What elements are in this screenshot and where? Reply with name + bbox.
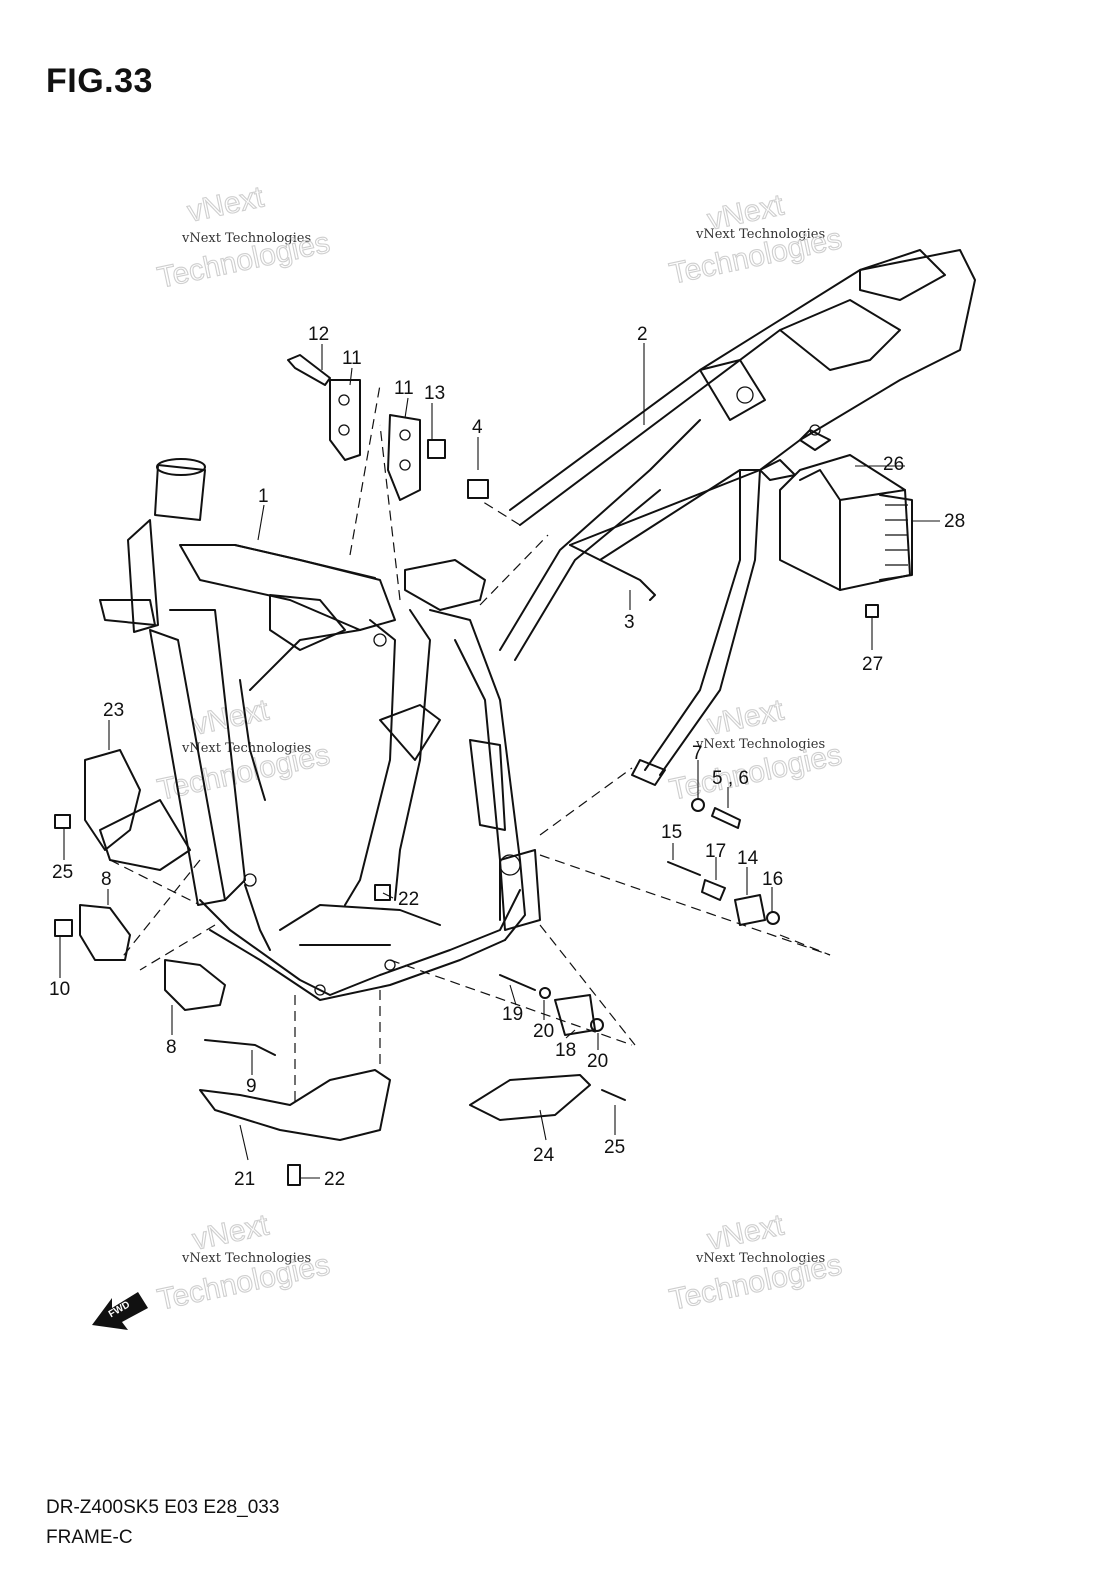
svg-text:vNext Technologies: vNext Technologies	[695, 1251, 825, 1266]
callout-22a: 22	[398, 889, 419, 910]
callout-5-6: 5 , 6	[712, 768, 749, 789]
upper-brackets	[287, 354, 489, 611]
assembly-dash-lines	[109, 384, 831, 1105]
rear-subframe-part	[499, 249, 976, 786]
callout-25a: 25	[52, 862, 73, 883]
callout-8a: 8	[101, 869, 112, 890]
callout-24: 24	[533, 1145, 555, 1166]
callout-22b: 22	[324, 1169, 345, 1190]
callout-10: 10	[49, 979, 70, 1000]
callout-19: 19	[502, 1004, 523, 1025]
svg-text:vNext: vNext	[190, 1208, 273, 1256]
callout-4: 4	[472, 417, 483, 438]
callout-14: 14	[737, 848, 759, 869]
callout-27: 27	[862, 654, 883, 675]
callout-28: 28	[944, 511, 965, 532]
callout-labels: 1 2 3 4 5 , 6 7 8 8 9 10 11 11 12 13 14 …	[49, 324, 965, 1190]
callout-21: 21	[234, 1169, 255, 1190]
plates-and-guards	[79, 749, 591, 1141]
svg-text:vNext Technologies: vNext Technologies	[181, 231, 311, 246]
watermark-top-left: vNext vNext Technologies Technologies	[154, 180, 333, 295]
callout-3: 3	[624, 612, 635, 633]
callout-23: 23	[103, 700, 124, 721]
main-frame-part	[99, 458, 541, 1001]
figure-title: FIG.33	[46, 62, 153, 100]
svg-text:vNext: vNext	[705, 1208, 788, 1256]
callout-9: 9	[246, 1076, 257, 1097]
watermark-top-right: vNext vNext Technologies Technologies	[666, 188, 845, 291]
callout-17: 17	[705, 841, 726, 862]
svg-text:vNext Technologies: vNext Technologies	[695, 737, 825, 752]
callout-20b: 20	[587, 1051, 608, 1072]
callout-16: 16	[762, 869, 783, 890]
callout-13: 13	[424, 383, 445, 404]
svg-text:vNext Technologies: vNext Technologies	[181, 741, 311, 756]
svg-text:vNext Technologies: vNext Technologies	[695, 227, 825, 242]
section-name-label: FRAME-C	[46, 1527, 133, 1548]
callout-26: 26	[883, 454, 904, 475]
watermark-bottom-left: vNext vNext Technologies Technologies	[154, 1208, 333, 1317]
svg-text:vNext Technologies: vNext Technologies	[181, 1251, 311, 1266]
battery-box-part	[779, 454, 913, 591]
watermark-bottom-right: vNext vNext Technologies Technologies	[666, 1208, 845, 1317]
fwd-arrow-icon: FWD	[92, 1292, 148, 1330]
callout-11b: 11	[394, 378, 414, 399]
callout-11a: 11	[342, 348, 362, 369]
callout-15: 15	[661, 822, 682, 843]
callout-2: 2	[637, 324, 648, 345]
callout-1: 1	[258, 486, 269, 507]
model-code-label: DR-Z400SK5 E03 E28_033	[46, 1497, 280, 1518]
callout-18: 18	[555, 1040, 576, 1061]
callout-8b: 8	[166, 1037, 177, 1058]
bushing-hardware	[54, 559, 879, 1186]
svg-text:vNext: vNext	[190, 693, 273, 741]
leader-lines	[59, 343, 940, 1179]
callout-7: 7	[692, 743, 703, 764]
svg-text:vNext: vNext	[185, 180, 268, 228]
callout-25b: 25	[604, 1137, 625, 1158]
svg-text:vNext: vNext	[705, 693, 788, 741]
callout-12: 12	[308, 324, 329, 345]
callout-20a: 20	[533, 1021, 554, 1042]
